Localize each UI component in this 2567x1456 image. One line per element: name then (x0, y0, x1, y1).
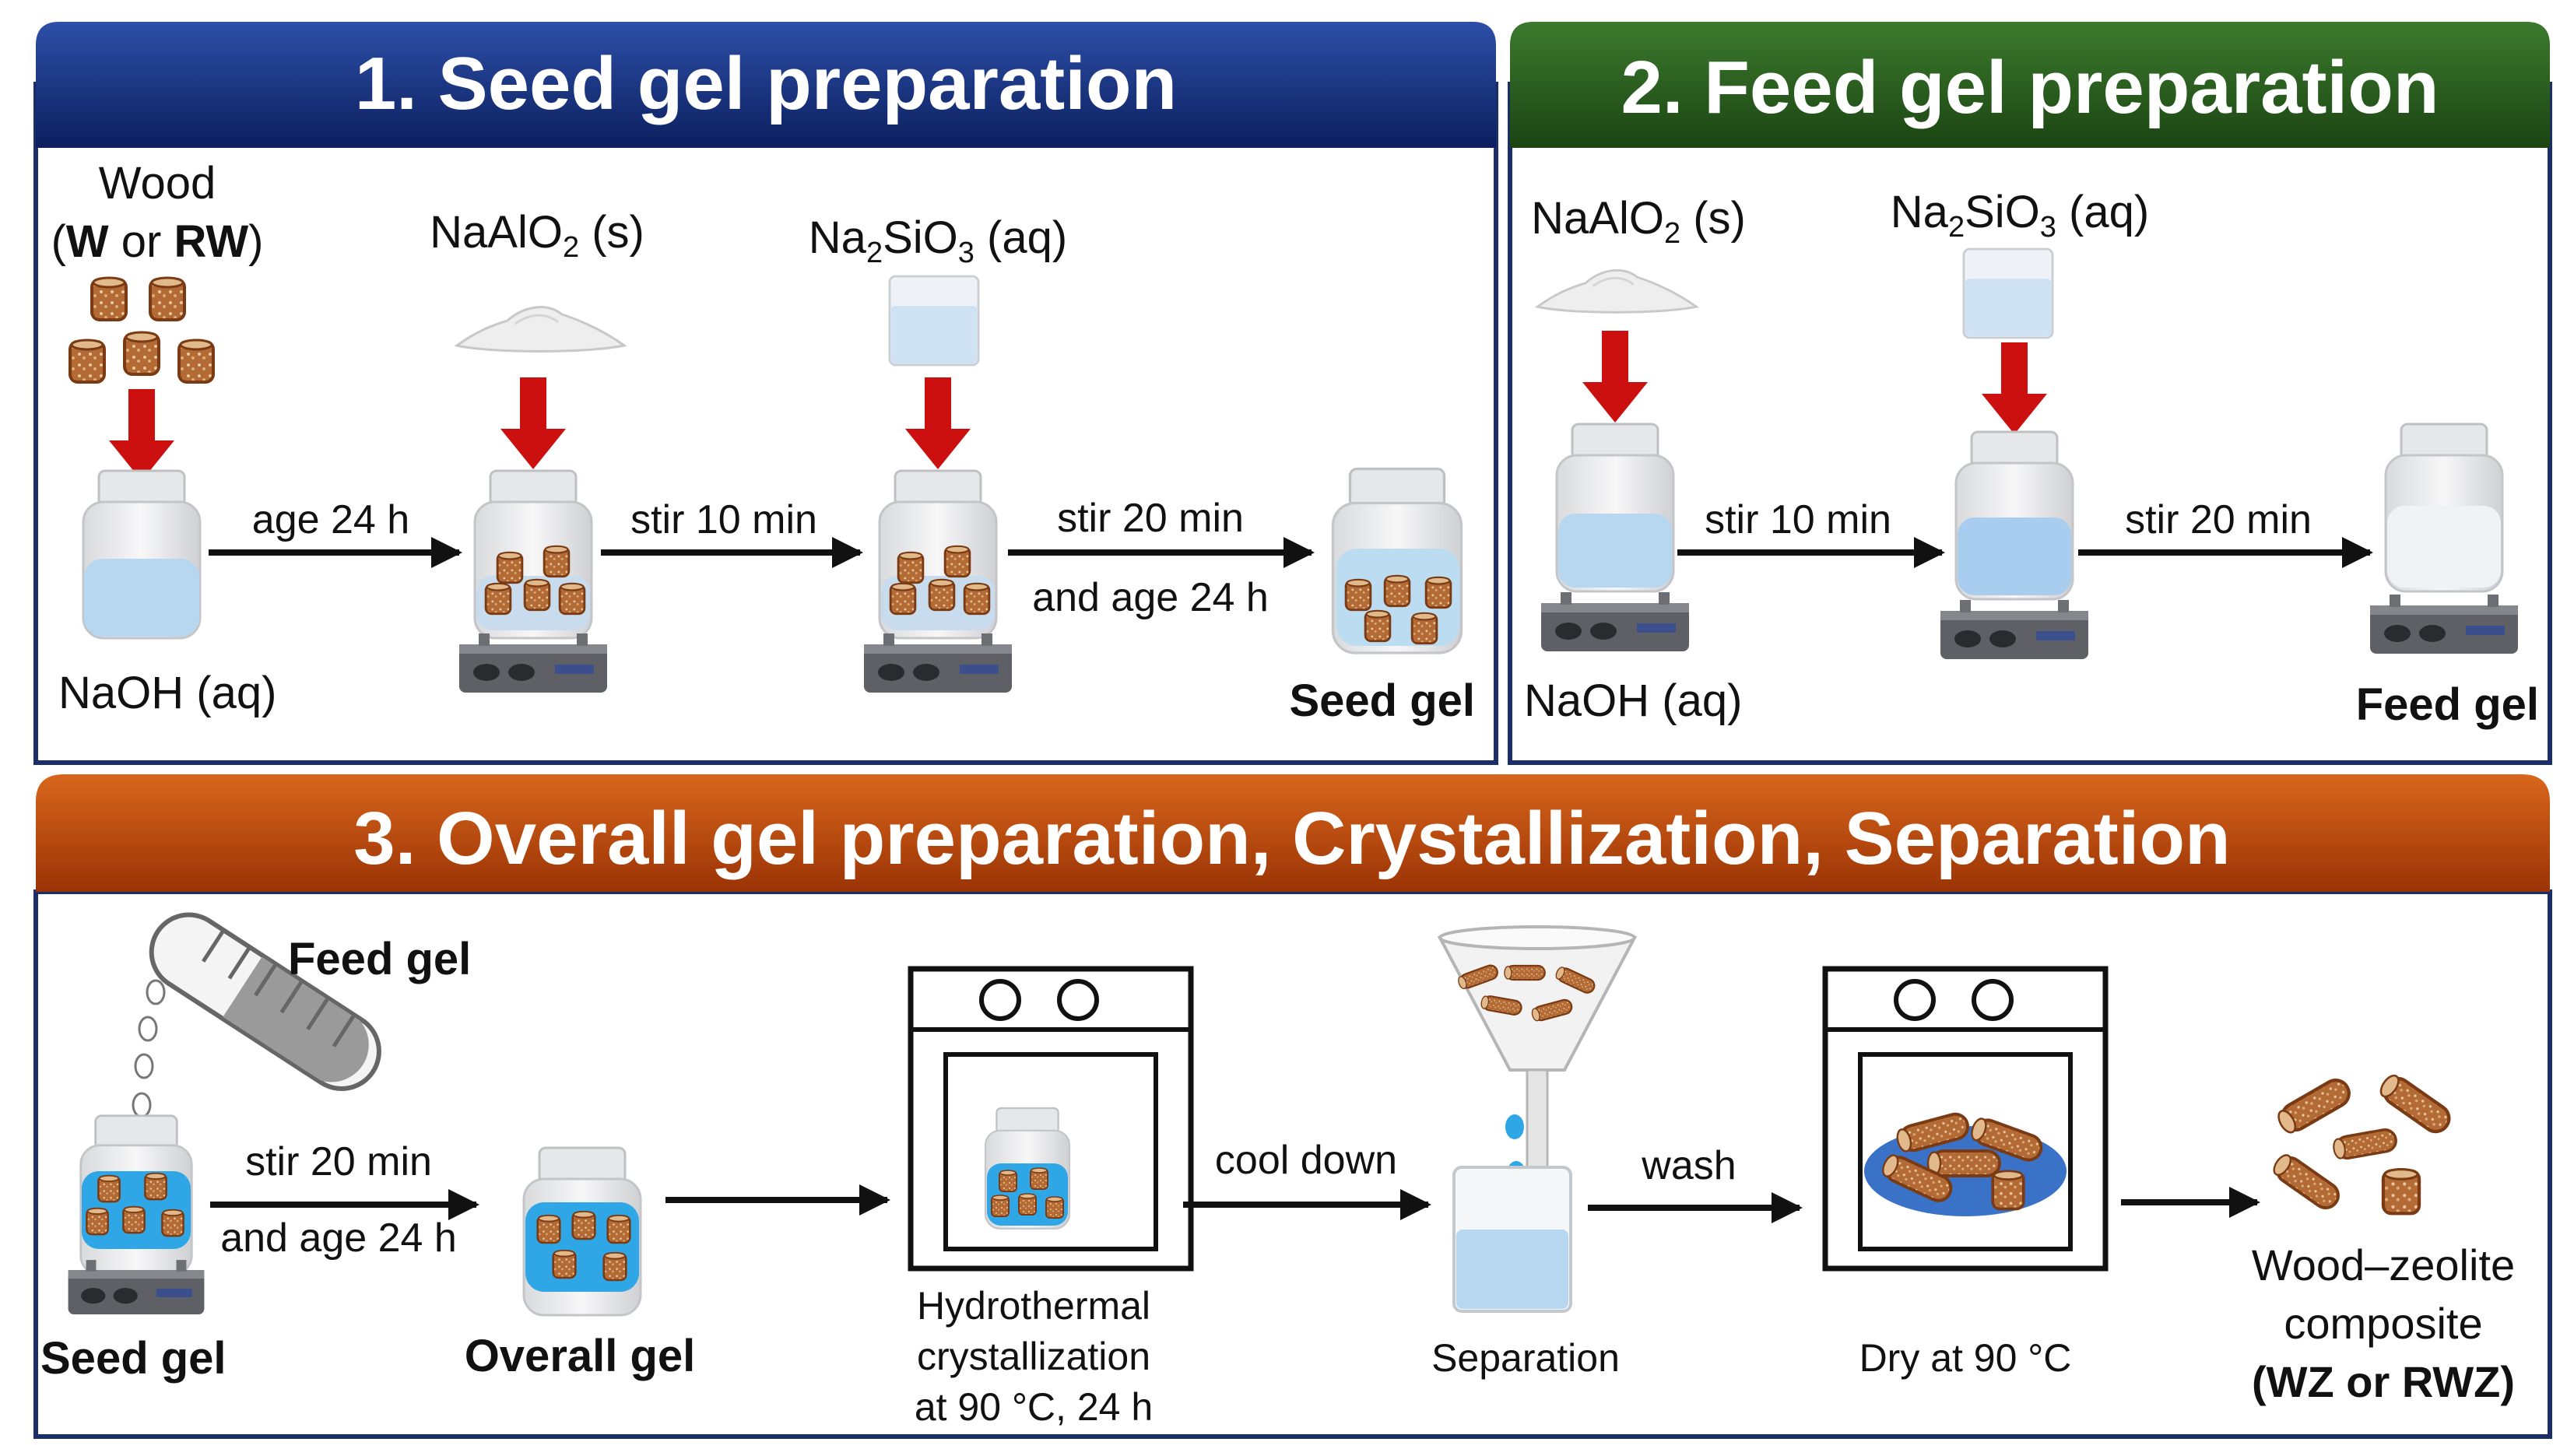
hydro-label-1: Hydrothermal (917, 1284, 1150, 1328)
seed-na2sio3-beaker (888, 275, 980, 367)
naoh-bottle (82, 469, 202, 640)
seed-bottle-2 (459, 469, 607, 693)
seed-age24-label: and age 24 h (1032, 575, 1269, 620)
crystallization-oven (911, 969, 1191, 1268)
panel-feed-title: 2. Feed gel preparation (1621, 46, 2439, 129)
overall-seed-gel-label: Seed gel (40, 1333, 226, 1384)
dry-label: Dry at 90 °C (1859, 1336, 2072, 1380)
feed-naoh-label: NaOH (aq) (1524, 675, 1742, 726)
panel-overall-frame (33, 889, 2552, 1439)
seed-na2sio3-label: Na2SiO3 (aq) (809, 212, 1067, 269)
overall-gel-label: Overall gel (465, 1331, 696, 1381)
overall-stir20-label: stir 20 min (245, 1139, 432, 1184)
panel-seed-title: 1. Seed gel preparation (355, 42, 1177, 125)
feed-na2sio3-label: Na2SiO3 (aq) (1891, 187, 2149, 244)
separation-label: Separation (1431, 1336, 1620, 1380)
wood-label: Wood (99, 158, 216, 209)
feed-gel-label: Feed gel (2356, 679, 2539, 730)
panel-feed-gel: 2. Feed gel preparation NaAlO2 (s) NaOH … (1508, 22, 2552, 765)
feed-na2sio3-beaker (1962, 247, 2054, 339)
seed-bottle-3 (864, 469, 1012, 693)
hydro-label-3: at 90 °C, 24 h (915, 1385, 1153, 1429)
overall-feed-gel-label: Feed gel (288, 934, 471, 984)
seed-naalo2-label: NaAlO2 (s) (430, 207, 644, 264)
panel-seed-header (36, 22, 1496, 148)
cool-label: cool down (1215, 1138, 1397, 1183)
seed-gel-label: Seed gel (1289, 675, 1475, 726)
panel-seed-gel: 1. Seed gel preparation Wood (W or RW) N… (33, 22, 1498, 765)
separation-beaker (1452, 1166, 1572, 1313)
feed-bottle-2 (1940, 430, 2088, 659)
drying-oven (1825, 969, 2105, 1268)
panel-overall: 3. Overall gel preparation, Crystallizat… (33, 774, 2552, 1439)
panel-feed-frame (1508, 82, 2552, 765)
age-label: age 24 h (252, 497, 409, 542)
seed-stir10-label: stir 10 min (630, 497, 817, 542)
separation-funnel (1437, 925, 1638, 1188)
feed-bottle-1 (1541, 423, 1689, 651)
feed-naalo2-label: NaAlO2 (s) (1531, 193, 1746, 250)
seed-naoh-label: NaOH (aq) (58, 668, 276, 718)
panel-feed-header (1510, 22, 2550, 148)
composite-label-2: composite (2284, 1299, 2482, 1348)
hydro-label-2: crystallization (917, 1335, 1150, 1378)
composite-label-3: (WZ or RWZ) (2252, 1357, 2515, 1406)
overall-seed-bottle (68, 1114, 205, 1315)
panel-overall-header (36, 774, 2550, 892)
overall-age24-label: and age 24 h (220, 1216, 457, 1261)
wood-type-label: (W or RW) (51, 216, 264, 267)
wash-label: wash (1641, 1143, 1736, 1188)
feed-stir10-label: stir 10 min (1705, 497, 1891, 542)
seed-stir20-label: stir 20 min (1057, 496, 1244, 541)
composite-label-1: Wood–zeolite (2252, 1240, 2515, 1289)
panel-seed-frame (33, 82, 1498, 765)
feed-stir20-label: stir 20 min (2125, 497, 2312, 542)
overall-gel-bottle (522, 1146, 642, 1317)
feed-gel-tube (149, 912, 381, 1091)
feed-gel-bottle (2370, 423, 2518, 654)
panel-overall-title: 3. Overall gel preparation, Crystallizat… (353, 797, 2230, 880)
seed-gel-bottle (1331, 467, 1463, 654)
